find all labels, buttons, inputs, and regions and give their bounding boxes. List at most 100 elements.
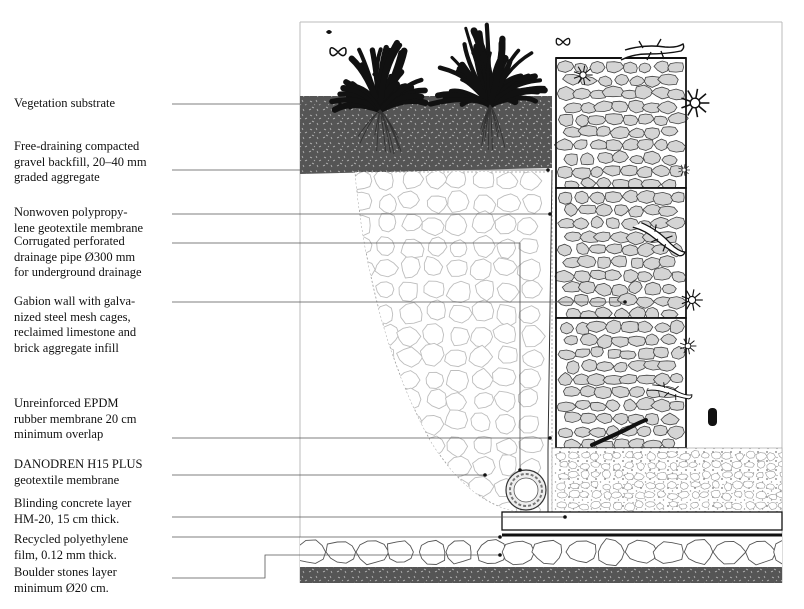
gabion-stone (601, 85, 625, 98)
gravel-stone (722, 471, 734, 479)
gabion-stone (563, 202, 579, 217)
gabion-stone (637, 347, 656, 360)
backfill-stone (395, 387, 422, 411)
backfill-stone (446, 259, 468, 277)
gravel-stone (590, 480, 599, 488)
backfill-stone (473, 436, 492, 455)
gabion-stone (611, 150, 630, 164)
plant-icon (329, 39, 429, 155)
leader-lines (172, 102, 627, 579)
gabion-stone (575, 114, 590, 128)
backfill-stone (374, 259, 400, 278)
lizard-icon (620, 38, 685, 61)
gabion-stone (661, 283, 677, 295)
gravel-stone (701, 452, 710, 459)
backfill-stone (450, 327, 471, 347)
gabion-stone (642, 150, 662, 165)
backfill-stone (447, 190, 470, 213)
gabion-stone (657, 360, 677, 372)
gravel-stone (702, 461, 712, 469)
backfill-stone (421, 217, 445, 237)
gabion-stone (574, 190, 589, 205)
gabion-stone (563, 153, 578, 167)
gravel-stone (600, 463, 611, 471)
gabion-stone (577, 125, 598, 137)
backfill-stone (374, 431, 397, 454)
gabion-stone (595, 361, 615, 372)
gabion-stone (635, 190, 658, 204)
gravel-stone (645, 471, 657, 480)
butterfly-icon (329, 46, 347, 57)
backfill-stone (425, 172, 448, 190)
plant-icon (427, 22, 548, 151)
gravel-stone (689, 473, 700, 481)
gabion-stone (628, 386, 646, 398)
gravel-stone (643, 491, 656, 499)
gabion-stone (649, 216, 671, 229)
gabion-stone (653, 138, 668, 152)
gabion-stone (634, 84, 654, 100)
gravel-stone (667, 493, 679, 500)
gabion-stone (652, 346, 669, 359)
gabion-stone (652, 296, 673, 307)
gravel-stone (775, 491, 782, 498)
backfill-stone (376, 389, 399, 410)
backfill-stone (355, 282, 375, 304)
backfill-stone (470, 327, 494, 348)
backfill-stone (496, 172, 519, 190)
gravel-stone (603, 491, 613, 500)
snail-icon (678, 164, 690, 176)
gabion-stone (579, 385, 598, 398)
backfill-stone (492, 257, 518, 276)
gabion-stone (657, 73, 679, 86)
gabion-stone (638, 113, 655, 125)
gravel-stone (567, 461, 578, 470)
gabion-stone (556, 60, 575, 73)
gravel-stone (635, 491, 647, 500)
backfill-stone (355, 458, 375, 476)
gravel-stone (655, 461, 667, 470)
gravel-stone (656, 472, 668, 481)
gabion-stone (593, 386, 613, 400)
gabion-stone (667, 62, 685, 73)
gravel-stone (701, 501, 710, 508)
gravel-stone (646, 451, 657, 461)
gabion-stone (562, 257, 582, 269)
backfill-stone (496, 282, 520, 303)
backfill-stone (396, 346, 424, 368)
gabion-stone (597, 256, 612, 269)
backfill-stone (419, 342, 445, 367)
gravel-stone (556, 482, 567, 491)
backfill-stone (398, 281, 418, 302)
backfill-stone (492, 367, 517, 387)
gabion-stone (589, 60, 606, 74)
gabion-stone (580, 152, 595, 166)
gabion-stone (653, 115, 668, 127)
gravel-stone (755, 490, 767, 500)
gravel-stone (647, 462, 656, 470)
gabion-stone (643, 127, 661, 141)
gravel-stone (742, 480, 754, 489)
gabion-stone (563, 102, 584, 114)
gabion-stone (589, 269, 608, 281)
gravel-stone (777, 483, 782, 491)
backfill-stone (355, 387, 377, 409)
gabion-stone (604, 191, 624, 204)
gabion-stone (666, 139, 687, 153)
gabion-stone (628, 205, 644, 218)
gravel-stone (745, 501, 756, 510)
gabion-stone (604, 113, 625, 126)
front-gravel-area (551, 447, 783, 513)
gravel-stone (710, 451, 722, 460)
gabion-stone (627, 360, 649, 372)
gabion-stone (561, 280, 581, 293)
fauna-icons (326, 30, 717, 447)
gabion-stone (557, 427, 574, 439)
boulder (300, 539, 327, 564)
gabion-stone (573, 139, 588, 150)
backfill-stone (426, 299, 446, 321)
gabion-stone (605, 61, 625, 74)
gabion-stone (562, 126, 583, 138)
gabion-stone (630, 257, 644, 269)
